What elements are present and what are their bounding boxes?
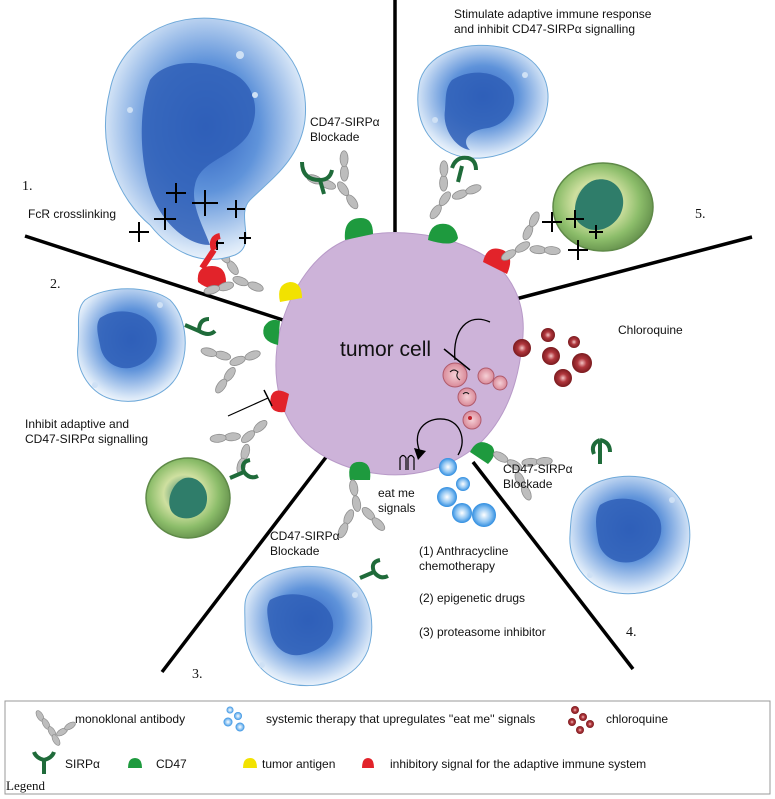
label-stimulate-2: and inhibit CD47-SIRPα signalling xyxy=(454,22,635,36)
divider-line-bottom-right xyxy=(471,460,635,671)
legend-antibody-icon xyxy=(35,710,76,746)
cd47-receptor xyxy=(349,461,371,480)
eat-me-squiggle xyxy=(399,454,415,470)
label-eat-me-2: signals xyxy=(378,501,415,515)
sirpa-receptor xyxy=(590,438,612,464)
label-blockade-top-2: Blockade xyxy=(310,130,360,144)
autophagy-vesicles xyxy=(442,362,508,430)
inhibition-line-left xyxy=(227,397,269,417)
legend-chloroquine-label: chloroquine xyxy=(606,712,668,726)
macrophage-bottom xyxy=(244,566,373,687)
legend-antigen-icon xyxy=(243,758,257,768)
label-inhibit-2: CD47-SIRPα signalling xyxy=(25,432,148,446)
macrophage-left xyxy=(77,288,186,402)
chloroquine-dots xyxy=(513,328,592,387)
fcr-crosses xyxy=(129,183,251,250)
sirpa-receptor xyxy=(199,233,221,270)
inhibitory-receptor xyxy=(197,266,226,288)
legend-antibody-label: monoklonal antibody xyxy=(75,712,185,726)
cd47-receptor xyxy=(263,319,280,345)
legend-inhibitory-label: inhibitory signal for the adaptive immun… xyxy=(390,757,646,771)
legend-cd47-label: CD47 xyxy=(156,757,187,771)
label-therapy-2: (2) epigenetic drugs xyxy=(419,591,525,605)
t-cell-left xyxy=(145,457,231,539)
label-number-1: 1. xyxy=(22,179,33,194)
label-number-4: 4. xyxy=(626,625,637,640)
label-fcr-crosslinking: FcR crosslinking xyxy=(28,207,116,221)
legend-cd47-icon xyxy=(128,758,142,768)
label-therapy-3: (3) proteasome inhibitor xyxy=(419,625,546,639)
macrophage-top-right xyxy=(417,44,549,159)
macrophage-large xyxy=(105,17,307,260)
label-blockade-right-2: Blockade xyxy=(503,477,553,491)
label-number-5: 5. xyxy=(695,207,706,222)
cd47-receptor xyxy=(470,442,495,464)
tumor-antigen-receptor xyxy=(279,282,302,302)
divider-line-left xyxy=(24,234,284,322)
curved-arrow-head xyxy=(414,448,426,460)
label-number-3: 3. xyxy=(192,667,203,682)
legend-systemic-icon xyxy=(223,706,245,732)
legend-box xyxy=(4,700,771,795)
eat-me-dots xyxy=(437,458,496,527)
label-blockade-bottom-1: CD47-SIRPα xyxy=(270,529,340,543)
t-cell-crosses xyxy=(542,210,603,260)
label-number-2: 2. xyxy=(50,277,61,292)
legend-chloroquine-icon xyxy=(568,706,594,734)
label-chloroquine: Chloroquine xyxy=(618,323,683,337)
sirpa-receptor xyxy=(450,155,478,183)
inhibition-arc xyxy=(454,318,491,361)
cd47-receptor xyxy=(344,218,373,240)
divider-line-bottom-left xyxy=(160,450,332,674)
label-therapy-1a: (1) Anthracycline xyxy=(419,544,509,558)
legend-inhibitory-icon xyxy=(362,758,374,768)
receptor-group xyxy=(197,218,511,480)
tumor-cell xyxy=(275,232,524,476)
label-inhibit-1: Inhibit adaptive and xyxy=(25,417,129,431)
sirpa-receptor xyxy=(300,161,334,195)
tumor-cell-label: tumor cell xyxy=(340,338,431,361)
macrophage-right xyxy=(569,475,691,595)
legend-systemic-label: systemic therapy that upregulates ''eat … xyxy=(266,712,535,726)
label-therapy-1b: chemotherapy xyxy=(419,559,495,573)
sirpa-receptor xyxy=(229,458,259,480)
label-eat-me-1: eat me xyxy=(378,486,415,500)
legend-antigen-label: tumor antigen xyxy=(262,757,335,771)
sirpa-receptor xyxy=(359,558,389,580)
inhibitory-receptor xyxy=(270,390,289,413)
legend-sirpa-icon xyxy=(32,751,56,774)
curved-arrow xyxy=(416,418,463,456)
sirpa-receptor xyxy=(184,317,217,336)
cd47-receptor xyxy=(428,223,458,244)
label-blockade-top-1: CD47-SIRPα xyxy=(310,115,380,129)
inhibition-bar xyxy=(443,348,471,371)
t-cell-top-right xyxy=(552,162,654,252)
label-blockade-right-1: CD47-SIRPα xyxy=(503,462,573,476)
label-stimulate-1: Stimulate adaptive immune response xyxy=(454,7,652,21)
inhibition-bar-left xyxy=(263,389,273,407)
legend-title: Legend xyxy=(6,778,45,793)
divider-line-right xyxy=(511,235,753,302)
legend-sirpa-label: SIRPα xyxy=(65,757,100,771)
label-blockade-bottom-2: Blockade xyxy=(270,544,320,558)
